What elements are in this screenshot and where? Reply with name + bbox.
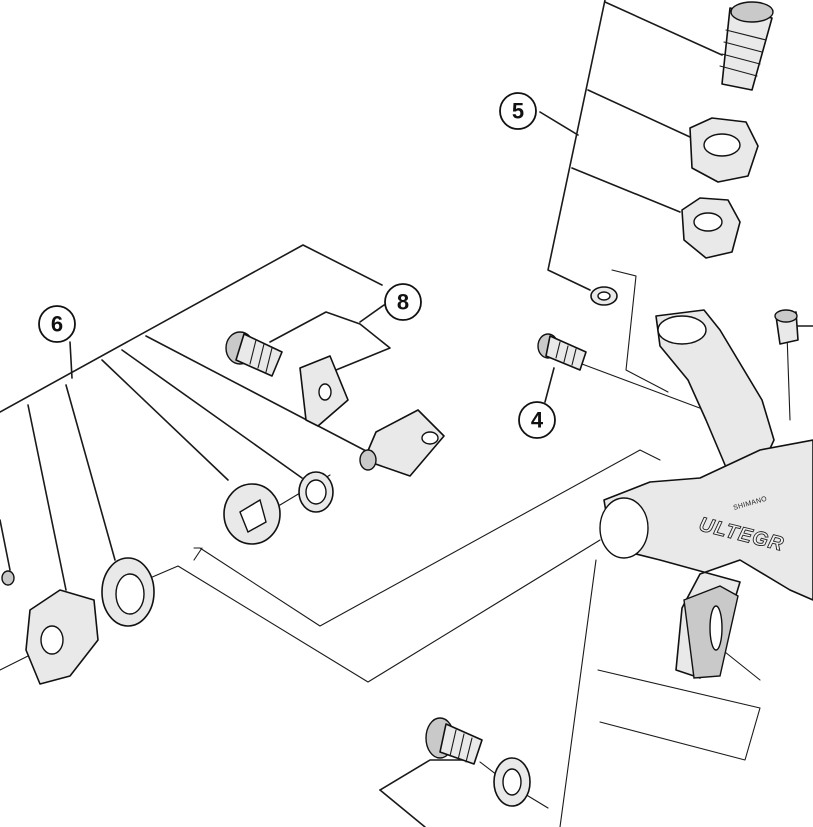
caliper-arm xyxy=(599,309,813,679)
callout-6: 6 xyxy=(38,305,76,343)
cable-plate xyxy=(299,355,349,427)
washer-d xyxy=(223,483,281,545)
pivot-nut xyxy=(25,589,99,685)
callout-6-label: 6 xyxy=(51,312,63,337)
callout-4: 4 xyxy=(518,401,556,439)
callout-5: 5 xyxy=(499,92,537,130)
serrated-washer xyxy=(101,557,155,627)
mounting-bolt xyxy=(537,333,587,371)
set-screw xyxy=(1,570,15,586)
callout-4-label: 4 xyxy=(531,408,544,433)
cable-anchor xyxy=(359,409,445,477)
tension-screw xyxy=(774,309,799,345)
callout-5-label: 5 xyxy=(512,99,524,124)
bottom-bolt xyxy=(425,717,483,765)
adjuster-bolt xyxy=(719,1,774,91)
callout-8: 8 xyxy=(384,283,422,321)
washer-ring-hole xyxy=(305,479,327,505)
cable-bolt xyxy=(225,331,283,377)
lock-nut xyxy=(681,197,741,259)
bottom-washer-hole xyxy=(502,768,522,796)
small-washer-hole xyxy=(597,291,611,301)
star-nut xyxy=(689,117,759,183)
callout-8-label: 8 xyxy=(397,290,409,315)
